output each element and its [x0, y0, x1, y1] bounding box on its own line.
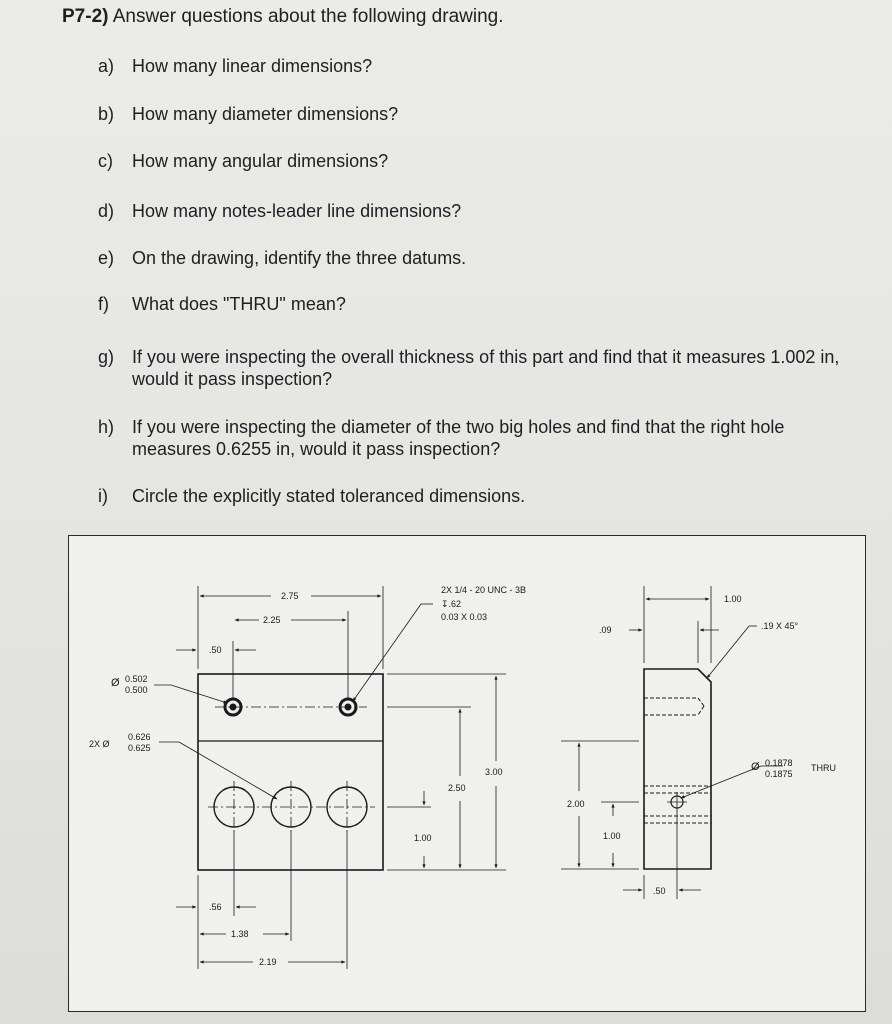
leader-small-dia	[170, 684, 228, 704]
question-f: f) What does "THRU" mean?	[98, 293, 852, 315]
question-text: If you were inspecting the diameter of t…	[132, 417, 785, 459]
question-a: a) How many linear dimensions?	[98, 55, 852, 77]
problem-heading: P7-2) Answer questions about the followi…	[62, 6, 504, 28]
leader-side-dia	[680, 765, 762, 799]
question-label: g)	[98, 347, 115, 367]
question-label: e)	[98, 248, 115, 268]
dia-symbol-small: Ø	[111, 677, 120, 689]
thru-note: THRU	[811, 763, 836, 773]
question-i: i) Circle the explicitly stated tolerance…	[98, 485, 852, 507]
thread-note-line1: 2X 1/4 - 20 UNC - 3B	[441, 585, 526, 595]
dim-3-00: 3.00	[485, 767, 503, 777]
question-label: d)	[98, 201, 115, 221]
question-label: i)	[98, 486, 108, 506]
dim-1-00-front: 1.00	[414, 833, 432, 843]
dim-50-top: .50	[209, 645, 222, 655]
question-text: Circle the explicitly stated toleranced …	[132, 486, 526, 506]
dia-big-prefix: 2X Ø	[89, 739, 110, 749]
dim-09: .09	[599, 625, 612, 635]
side-hidden-lines	[644, 697, 711, 824]
question-h: h) If you were inspecting the diameter of…	[98, 416, 852, 460]
side-dia-upper: 0.1878	[765, 758, 793, 768]
question-g: g) If you were inspecting the overall thi…	[98, 346, 852, 390]
side-dia-lower: 0.1875	[765, 769, 793, 779]
front-center-lines	[208, 706, 375, 833]
problem-title: Answer questions about the following dra…	[112, 6, 504, 27]
question-b: b) How many diameter dimensions?	[98, 103, 852, 125]
question-text: How many angular dimensions?	[132, 151, 389, 171]
side-view-outline	[643, 668, 712, 870]
question-label: f)	[98, 294, 109, 314]
dim-2-19: 2.19	[259, 957, 277, 967]
question-e: e) On the drawing, identify the three dat…	[98, 247, 852, 269]
dia-symbol-side: Ø	[751, 761, 760, 773]
dim-2-00: 2.00	[567, 799, 585, 809]
question-text: How many diameter dimensions?	[132, 104, 399, 124]
question-text: If you were inspecting the overall thick…	[132, 347, 840, 389]
engineering-drawing: 2.75 2.25 .50 Ø 0.502 0.500 2X Ø 0.626 0…	[89, 585, 836, 969]
chamfer-note: .19 X 45°	[761, 621, 799, 631]
dia-big-lower: 0.625	[128, 743, 151, 753]
question-label: h)	[98, 417, 115, 437]
problem-number: P7-2)	[62, 6, 109, 27]
dim-2-50: 2.50	[448, 783, 466, 793]
dim-2-25: 2.25	[263, 615, 281, 625]
question-label: a)	[98, 56, 115, 76]
question-label: c)	[98, 151, 113, 171]
leader-thread-note	[352, 603, 422, 702]
question-label: b)	[98, 104, 115, 124]
dia-small-upper: 0.502	[125, 674, 148, 684]
front-view-outline	[197, 673, 384, 871]
dim-56: .56	[209, 902, 222, 912]
question-c: c) How many angular dimensions?	[98, 150, 852, 172]
question-text: On the drawing, identify the three datum…	[132, 248, 467, 268]
leader-chamfer	[706, 625, 750, 679]
question-text: How many linear dimensions?	[132, 56, 373, 76]
question-text: What does "THRU" mean?	[132, 294, 346, 314]
dim-2-75: 2.75	[281, 591, 299, 601]
dim-50-side: .50	[653, 886, 666, 896]
dim-1-00-side-top: 1.00	[724, 594, 742, 604]
dia-small-lower: 0.500	[125, 685, 148, 695]
dim-1-00-side: 1.00	[603, 831, 621, 841]
question-d: d) How many notes-leader line dimensions?	[98, 200, 852, 222]
question-text: How many notes-leader line dimensions?	[132, 201, 462, 221]
dim-1-38: 1.38	[231, 929, 249, 939]
thread-note-line2: ↧.62	[441, 599, 461, 609]
dia-big-upper: 0.626	[128, 732, 151, 742]
drawing-frame: 2.75 2.25 .50 Ø 0.502 0.500 2X Ø 0.626 0…	[68, 535, 866, 1012]
leader-big-dia	[178, 741, 278, 800]
thread-note-line3: 0.03 X 0.03	[441, 612, 487, 622]
